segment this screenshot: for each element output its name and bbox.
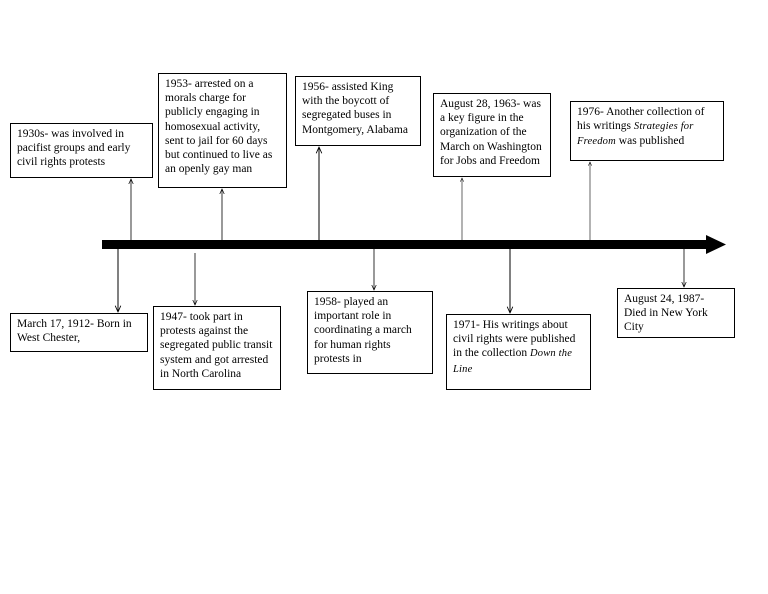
event-text-1953: 1953- arrested on a morals charge for pu… — [165, 78, 273, 176]
event-text-1958: 1958- played an important role in coordi… — [314, 296, 412, 365]
event-title-1971: Down the Line — [453, 348, 573, 375]
event-box-1987: August 24, 1987- Died in New York City — [617, 288, 735, 338]
event-box-1956: 1956- assisted King with the boycott of … — [295, 76, 421, 146]
event-title-1976: Strategies for Freedom — [577, 121, 694, 148]
event-box-1958: 1958- played an important role in coordi… — [307, 291, 433, 374]
event-text-1963: August 28, 1963- was a key figure in the… — [440, 98, 542, 167]
event-text-1930s: 1930s- was involved in pacifist groups a… — [17, 128, 131, 169]
event-box-1971: 1971- His writings about civil rights we… — [446, 314, 591, 390]
event-text-1947: 1947- took part in protests against the … — [160, 311, 273, 380]
timeline-axis-arrow — [102, 235, 726, 254]
event-box-1963: August 28, 1963- was a key figure in the… — [433, 93, 551, 177]
event-text-1976-b: was published — [615, 135, 685, 148]
event-box-1947: 1947- took part in protests against the … — [153, 306, 281, 390]
event-box-1953: 1953- arrested on a morals charge for pu… — [158, 73, 287, 188]
event-box-1912: March 17, 1912- Born in West Chester, — [10, 313, 148, 352]
event-text-1987: August 24, 1987- Died in New York City — [624, 293, 708, 334]
event-box-1930s: 1930s- was involved in pacifist groups a… — [10, 123, 153, 178]
event-text-1956: 1956- assisted King with the boycott of … — [302, 81, 408, 136]
event-text-1971-a: 1971- His writings about civil rights we… — [453, 319, 576, 360]
event-box-1976: 1976- Another collection of his writings… — [570, 101, 724, 161]
event-text-1912: March 17, 1912- Born in West Chester, — [17, 318, 132, 345]
event-text-1976-a: 1976- Another collection of his writings — [577, 106, 705, 133]
